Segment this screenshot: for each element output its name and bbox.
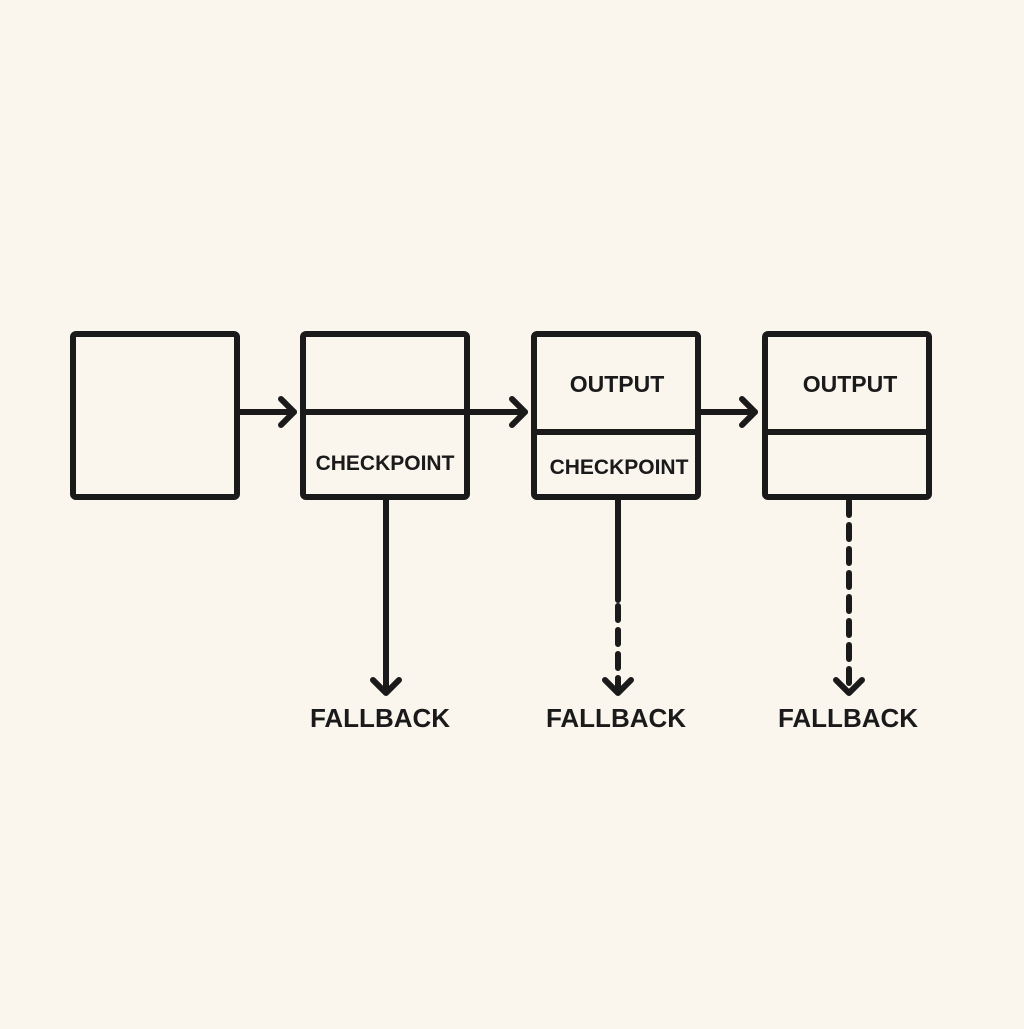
fallback-3: FALLBACK (778, 498, 918, 733)
stage-3-top-label: OUTPUT (570, 371, 665, 397)
stage-4-top-label: OUTPUT (803, 371, 898, 397)
stage-1-box (70, 331, 240, 500)
arrow-1-to-2-head (278, 396, 297, 428)
fallback-1-arrowhead (370, 677, 402, 696)
stage-1 (70, 331, 240, 500)
stage-4-box (762, 331, 932, 500)
arrow-2-to-3-head (509, 396, 528, 428)
arrow-2-to-3 (464, 396, 528, 428)
fallback-2-arrowhead (602, 677, 634, 696)
stage-3: OUTPUT CHECKPOINT (531, 331, 701, 500)
arrow-1-to-2 (234, 396, 297, 428)
arrow-3-to-4 (695, 396, 758, 428)
stage-4: OUTPUT (762, 331, 932, 500)
fallback-3-arrowhead (833, 677, 865, 696)
stage-2: CHECKPOINT (300, 331, 470, 500)
fallback-1: FALLBACK (310, 494, 450, 733)
arrow-3-to-4-head (739, 396, 758, 428)
fallback-2-label: FALLBACK (546, 703, 686, 733)
stage-3-bottom-label: CHECKPOINT (550, 456, 689, 479)
fallback-2: FALLBACK (546, 494, 686, 733)
fallback-1-label: FALLBACK (310, 703, 450, 733)
fallback-3-label: FALLBACK (778, 703, 918, 733)
stage-2-bottom-label: CHECKPOINT (316, 452, 455, 475)
